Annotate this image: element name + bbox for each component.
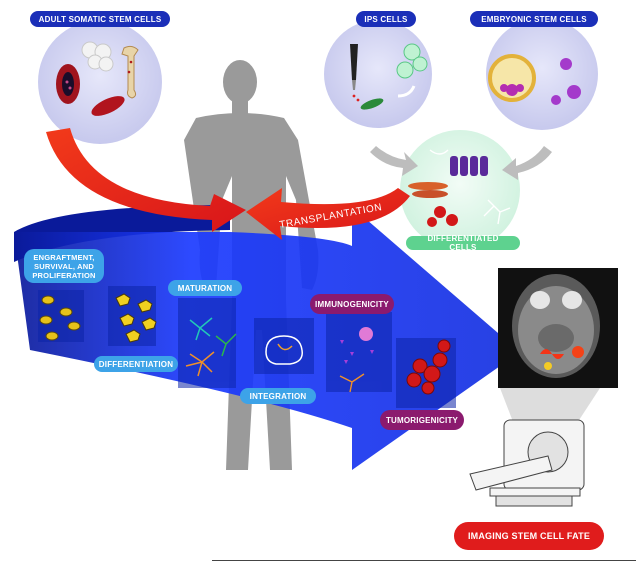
maturation-neurons [185, 317, 237, 377]
transplantation-arrow-left [46, 128, 246, 232]
gray-arrows [370, 146, 552, 180]
muscle-icon [91, 96, 125, 116]
maturation-label: MATURATION [168, 280, 242, 296]
immunogenicity-label: IMMUNOGENICITY [310, 294, 394, 314]
transplantation-arrow-right [246, 188, 410, 240]
engraftment-label: ENGRAFTMENT, SURVIVAL, AND PROLIFERATION [24, 249, 104, 283]
ips-circle [324, 20, 432, 128]
adult-somatic-circle [38, 20, 162, 144]
integration-brain [265, 335, 303, 365]
tumorigenicity-label: TUMORIGENICITY [380, 410, 464, 430]
immunogenicity-cells [339, 327, 374, 393]
embryonic-circle [486, 18, 598, 130]
engraftment-cells [39, 295, 81, 341]
integration-label: INTEGRATION [240, 388, 316, 404]
tumor-cells [406, 339, 451, 395]
mri-scanner-icon [469, 419, 585, 507]
bottom-rule [212, 560, 636, 561]
imaging-stem-cell-fate-label: IMAGING STEM CELL FATE [454, 522, 604, 550]
differentiated-cells-label: DIFFERENTIATED CELLS [406, 234, 520, 252]
fat-cells-icon [81, 41, 114, 72]
adult-somatic-label: ADULT SOMATIC STEM CELLS [30, 11, 170, 27]
mri-scan [498, 268, 618, 440]
fibroblast-icon [360, 98, 384, 110]
ips-cells-label: IPS CELLS [356, 11, 416, 27]
pipette-icon [350, 44, 358, 80]
stage-panels [38, 286, 456, 408]
differentiated-circle [400, 130, 520, 250]
differentiation-cells [115, 293, 157, 343]
differentiation-label: DIFFERENTIATION [94, 356, 178, 372]
embryonic-stem-cells-label: EMBRYONIC STEM CELLS [470, 11, 598, 27]
